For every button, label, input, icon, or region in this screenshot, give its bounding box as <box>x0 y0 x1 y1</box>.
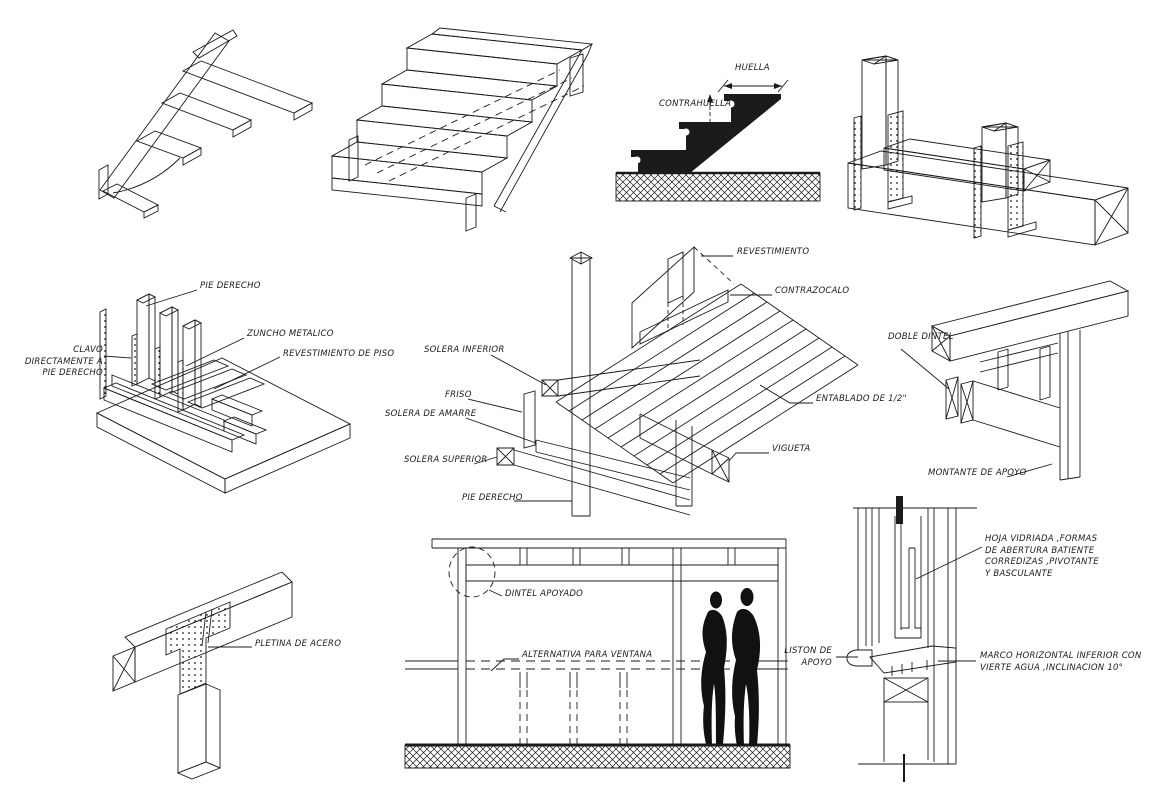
figure-post-anchor-detail <box>847 55 1129 246</box>
figure-steel-plate-joint <box>112 571 293 780</box>
figure-posts-on-slab <box>95 289 352 494</box>
figure-closed-stair <box>330 27 594 232</box>
label-friso: FRISO <box>445 390 472 400</box>
figure-open-riser-stair <box>98 29 314 219</box>
label-revestimiento: REVESTIMIENTO <box>737 247 810 257</box>
label-montante-de-apoyo: MONTANTE DE APOYO <box>928 468 1027 478</box>
figure-window-section <box>836 496 983 782</box>
label-alternativa-ventana: ALTERNATIVA PARA VENTANA <box>522 650 653 660</box>
label-hoja-vidriada: HOJA VIDRIADA ,FORMAS DE ABERTURA BATIEN… <box>985 534 1099 579</box>
label-huella: HUELLA <box>735 63 770 73</box>
label-solera-inferior: SOLERA INFERIOR <box>424 345 505 355</box>
label-revestimiento-piso: REVESTIMIENTO DE PISO <box>283 349 395 359</box>
label-solera-superior: SOLERA SUPERIOR <box>404 455 488 465</box>
label-marco-horizontal: MARCO HORIZONTAL INFERIOR CON VIERTE AGU… <box>980 651 1142 673</box>
figure-wall-floor-framing <box>465 245 859 517</box>
figure-double-lintel <box>900 280 1130 481</box>
label-liston-de-apoyo: LISTON DE APOYO <box>784 646 832 668</box>
figure-stair-section <box>615 79 821 202</box>
label-doble-dintel: DOBLE DINTEL <box>888 332 954 342</box>
label-vigueta: VIGUETA <box>772 444 811 454</box>
figure-wall-elevation <box>404 538 791 769</box>
label-contrazocalo: CONTRAZOCALO <box>775 286 850 296</box>
label-contrahuella: CONTRAHUELLA <box>659 99 732 109</box>
label-pie-derecho-left: PIE DERECHO <box>200 281 261 291</box>
human-figures <box>701 588 761 746</box>
label-pletina-de-acero: PLETINA DE ACERO <box>255 639 342 649</box>
label-zuncho-metalico: ZUNCHO METALICO <box>247 329 334 339</box>
label-pie-derecho-center: PIE DERECHO <box>462 493 523 503</box>
label-solera-de-amarre: SOLERA DE AMARRE <box>385 409 477 419</box>
label-clavo-directamente: CLAVO DIRECTAMENTE A PIE DERECHO <box>24 345 103 378</box>
label-dintel-apoyado: DINTEL APOYADO <box>505 589 584 599</box>
label-entablado: ENTABLADO DE 1/2" <box>816 394 907 404</box>
